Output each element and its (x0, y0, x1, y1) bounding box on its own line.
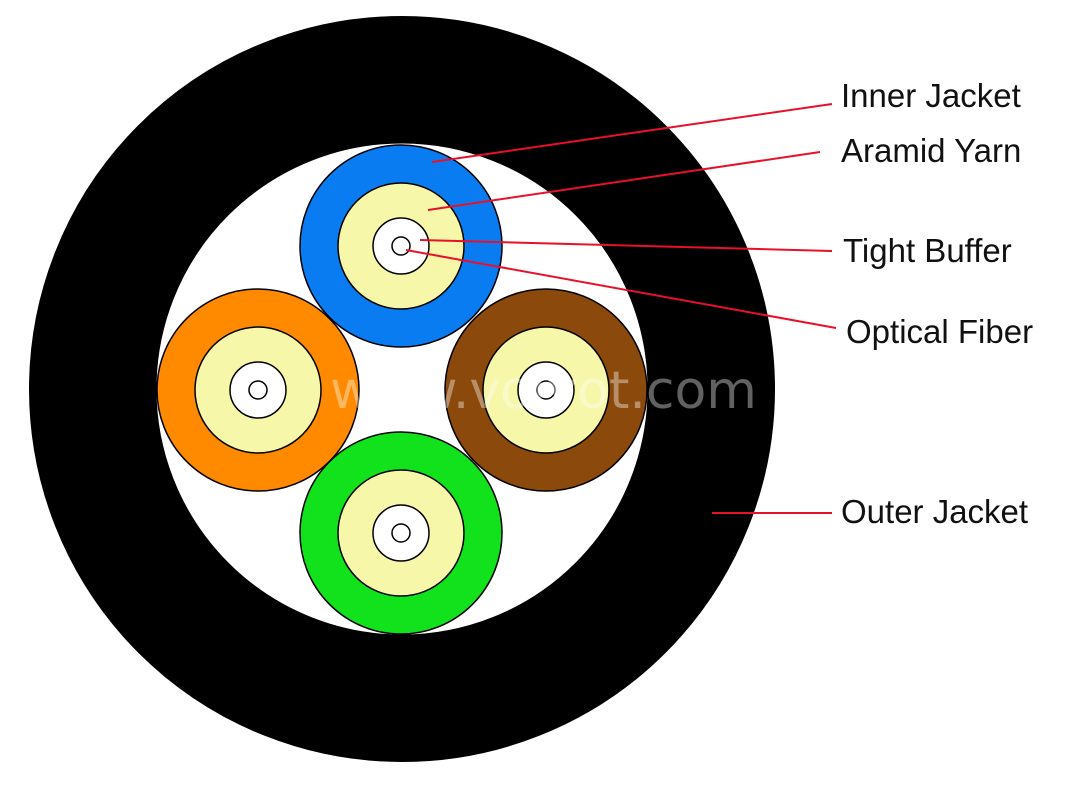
leader-line-optical-fiber (405, 249, 837, 329)
label-inner-jacket: Inner Jacket (841, 77, 1021, 114)
sub-unit-green (299, 431, 503, 635)
optical-fiber-green (391, 523, 411, 543)
leader-line-aramid-yarn (427, 151, 821, 211)
label-outer-jacket: Outer Jacket (841, 493, 1028, 530)
sub-unit-brown (444, 288, 648, 492)
label-tight-buffer: Tight Buffer (843, 232, 1012, 269)
optical-fiber-brown (536, 380, 556, 400)
label-optical-fiber: Optical Fiber (846, 313, 1033, 350)
sub-unit-blue (299, 144, 503, 348)
leader-lines (405, 103, 837, 514)
cable-core-area (155, 142, 649, 636)
label-aramid-yarn: Aramid Yarn (841, 132, 1021, 169)
sub-unit-orange (156, 288, 360, 492)
leader-line-inner-jacket (431, 103, 833, 163)
leader-line-tight-buffer (419, 239, 833, 252)
watermark-text: www.volvot.com (330, 361, 757, 421)
optical-fiber-orange (248, 380, 268, 400)
optical-fiber-blue (391, 236, 411, 256)
